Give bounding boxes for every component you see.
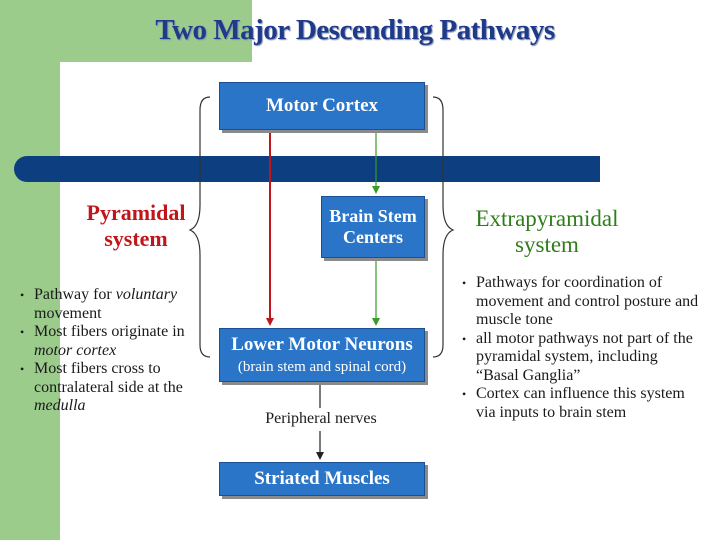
pyramidal-title-line2: system	[104, 226, 168, 251]
background-green-strip	[0, 0, 60, 540]
peripheral-nerves-label: Peripheral nerves	[265, 410, 377, 427]
extrapyramidal-bullet-list: Pathways for coordination of movement an…	[462, 274, 702, 422]
lower-motor-neurons-box: Lower Motor Neurons (brain stem and spin…	[219, 328, 425, 382]
extrapyramidal-bullet-3: Cortex can influence this system via inp…	[462, 385, 702, 422]
slide-title: Two Major Descending Pathways	[155, 14, 555, 46]
background-white-corner	[60, 62, 120, 122]
pyramidal-bullet-1: Pathway for voluntary movement	[20, 286, 200, 323]
right-brace	[432, 96, 455, 358]
brain-stem-line1: Brain Stem	[329, 206, 417, 226]
extrapyramidal-title-line1: Extrapyramidal	[475, 206, 619, 231]
extrapyramidal-title-line2: system	[515, 232, 579, 257]
background-green-top	[0, 0, 252, 62]
pyramidal-system-heading: Pyramidal system	[80, 200, 192, 252]
left-brace	[188, 96, 211, 358]
lower-motor-line1: Lower Motor Neurons	[231, 334, 413, 355]
extrapyramidal-bullet-1: Pathways for coordination of movement an…	[462, 274, 702, 330]
horizontal-band	[14, 156, 600, 182]
extrapyramidal-system-heading: Extrapyramidal system	[462, 206, 632, 258]
motor-cortex-box: Motor Cortex	[219, 82, 425, 130]
extrapyramidal-bullet-2: all motor pathways not part of the pyram…	[462, 330, 702, 386]
lower-motor-line2: (brain stem and spinal cord)	[237, 359, 407, 375]
pyramidal-bullet-3: Most fibers cross to contralateral side …	[20, 360, 200, 416]
brain-stem-line2: Centers	[343, 227, 403, 247]
pyramidal-bullet-2: Most fibers originate in motor cortex	[20, 323, 200, 360]
brain-stem-centers-box: Brain Stem Centers	[321, 196, 425, 258]
pyramidal-title-line1: Pyramidal	[86, 200, 186, 225]
striated-muscles-box: Striated Muscles	[219, 462, 425, 496]
pyramidal-bullet-list: Pathway for voluntary movement Most fibe…	[20, 286, 200, 416]
